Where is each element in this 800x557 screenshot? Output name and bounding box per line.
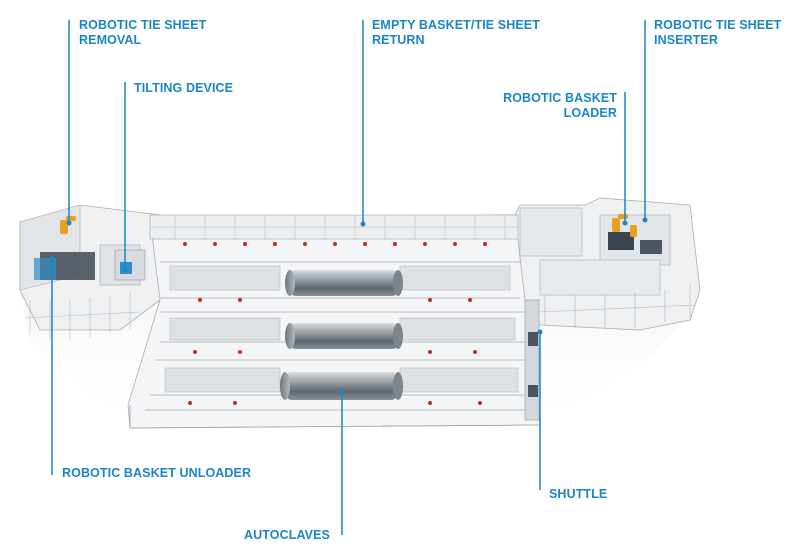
label-robotic-basket-unloader: ROBOTIC BASKET UNLOADER — [62, 466, 251, 481]
label-empty-basket-return: EMPTY BASKET/TIE SHEET RETURN — [372, 18, 540, 48]
label-line: RETURN — [372, 33, 425, 47]
label-line: ROBOTIC BASKET UNLOADER — [62, 466, 252, 480]
leader-dots — [49, 217, 648, 395]
autoclave-vessel — [280, 372, 403, 400]
red-markers — [183, 242, 487, 405]
label-line: AUTOCLAVES — [244, 528, 330, 542]
leader-lines — [51, 20, 646, 535]
label-line: ROBOTIC TIE SHEET — [79, 18, 207, 32]
label-autoclaves: AUTOCLAVES — [244, 528, 330, 543]
central-frame — [114, 214, 541, 429]
label-line: EMPTY BASKET/TIE SHEET — [372, 18, 540, 32]
label-line: ROBOTIC BASKET — [503, 91, 617, 105]
autoclave-vessel — [285, 323, 403, 349]
label-line: SHUTTLE — [549, 487, 608, 501]
autoclave-vessel — [285, 270, 403, 296]
label-shuttle: SHUTTLE — [549, 487, 607, 502]
label-robotic-tie-sheet-removal: ROBOTIC TIE SHEET REMOVAL — [79, 18, 206, 48]
label-line: INSERTER — [654, 33, 719, 47]
label-tilting-device: TILTING DEVICE — [134, 81, 233, 96]
label-line: TILTING DEVICE — [134, 81, 234, 95]
label-line: ROBOTIC TIE SHEET — [654, 18, 782, 32]
label-robotic-basket-loader: ROBOTIC BASKET LOADER — [503, 91, 617, 121]
right-module — [514, 197, 701, 331]
label-line: REMOVAL — [79, 33, 142, 47]
label-line: LOADER — [563, 106, 617, 120]
label-robotic-tie-sheet-inserter: ROBOTIC TIE SHEET INSERTER — [654, 18, 781, 48]
